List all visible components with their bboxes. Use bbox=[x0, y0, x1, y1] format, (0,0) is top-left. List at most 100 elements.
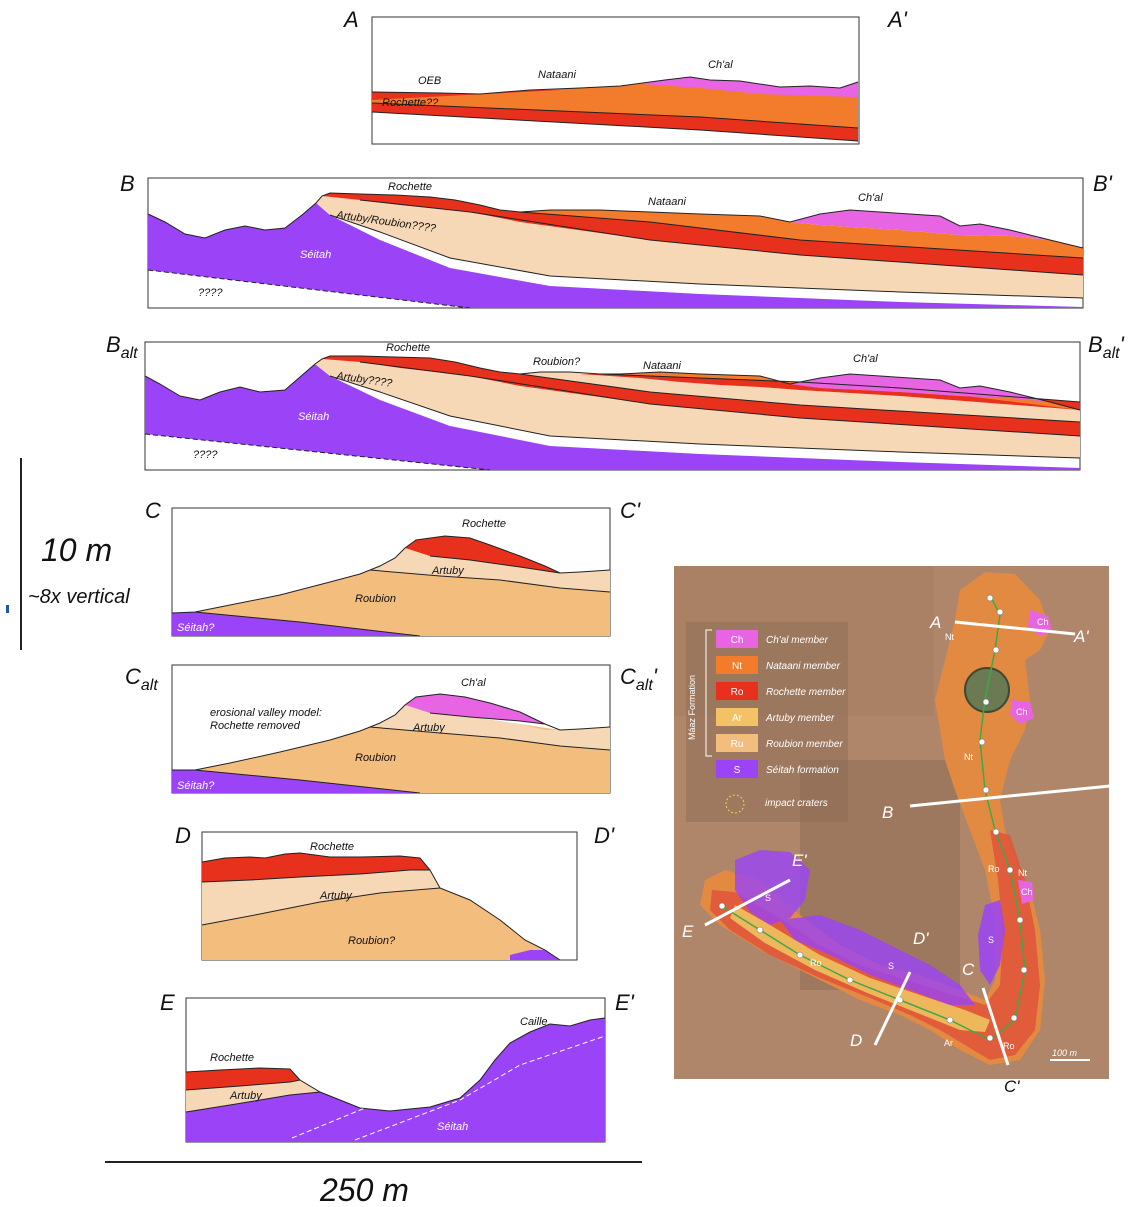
unit-label-roubion: Roubion bbox=[355, 593, 396, 605]
legend-swatch-nt bbox=[716, 656, 758, 674]
map-seitah-east bbox=[978, 900, 1005, 985]
section-B-rochette bbox=[322, 193, 1083, 275]
unit-label-artuby: Artuby bbox=[229, 1090, 263, 1102]
map-line-A bbox=[954, 620, 1076, 636]
section-E-seitah bbox=[186, 1018, 605, 1142]
unit-label-roubion: Roubion? bbox=[348, 935, 396, 947]
section-Calt-right-label: Calt' bbox=[620, 664, 658, 694]
map-unit-s: S bbox=[765, 893, 771, 903]
section-Calt-left-label: Calt bbox=[125, 664, 158, 694]
map-label-D: D bbox=[850, 1031, 862, 1050]
section-A: A A' OEB Nataani Ch'al Rochette?? bbox=[342, 7, 908, 145]
section-E-rochette bbox=[186, 1068, 300, 1090]
horizontal-scale-label: 250 m bbox=[319, 1172, 409, 1207]
unit-label-roubion: Roubion? bbox=[533, 356, 581, 368]
section-C-rochette bbox=[405, 536, 560, 573]
section-B-nataani bbox=[520, 210, 1083, 258]
unit-label-artuby: Artuby bbox=[412, 722, 446, 734]
unit-label-seitah: Séitah? bbox=[177, 622, 215, 634]
section-Balt-rochette-upper bbox=[580, 374, 1080, 410]
vertical-scale-marker bbox=[6, 605, 9, 613]
section-Calt-artuby bbox=[370, 705, 610, 750]
section-D: D D' Rochette Artuby Roubion? bbox=[175, 823, 615, 961]
section-C: C C' Rochette Artuby Roubion Séitah? bbox=[145, 498, 641, 637]
legend-swatch-ru bbox=[716, 734, 758, 752]
section-A-top-line bbox=[371, 76, 859, 95]
section-A-right-label: A' bbox=[886, 7, 908, 32]
section-B-right-label: B' bbox=[1093, 171, 1113, 196]
section-B-alt: Balt Balt' Rochette Roubion? Nataani Ch'… bbox=[106, 332, 1125, 471]
section-Balt-contacts bbox=[329, 361, 1081, 459]
unit-label-rochette: Rochette?? bbox=[382, 97, 439, 109]
section-E-contacts bbox=[185, 1079, 321, 1113]
section-Balt-rochette bbox=[322, 356, 1080, 436]
legend-label: Séitah formation bbox=[766, 765, 839, 776]
section-B: B B' Rochette Nataani Ch'al Artuby/Roubi… bbox=[120, 171, 1113, 309]
map-label-B-end: B' bbox=[1108, 771, 1123, 790]
map-line-C bbox=[981, 987, 1010, 1066]
legend-swatch-ch bbox=[716, 630, 758, 648]
section-A-left-label: A bbox=[342, 7, 359, 32]
section-Balt-right-label: Balt' bbox=[1088, 332, 1125, 362]
map-chal-patch-mid bbox=[1010, 700, 1034, 724]
section-B-seitah bbox=[148, 203, 1083, 308]
section-A-rochette-lower bbox=[372, 103, 858, 141]
unit-label-rochette: Rochette bbox=[388, 181, 432, 193]
section-Balt-nataani bbox=[620, 372, 1080, 410]
map-section-lines bbox=[704, 620, 1111, 1066]
map-label-C-end: C' bbox=[1004, 1077, 1020, 1096]
map-unit-ar: Ar bbox=[944, 1038, 953, 1048]
model-note-line2: Rochette removed bbox=[210, 720, 301, 732]
section-D-left-label: D bbox=[175, 823, 191, 848]
section-E-right-label: E' bbox=[615, 990, 635, 1015]
section-D-roubion bbox=[202, 888, 560, 960]
map-label-E-end: E' bbox=[792, 851, 807, 870]
section-C-contacts bbox=[194, 555, 611, 637]
map-line-E bbox=[704, 878, 791, 927]
legend-formation-label: Máaz Formation bbox=[687, 675, 697, 740]
map-chal-patch-south bbox=[1018, 880, 1034, 904]
legend-swatch-s bbox=[716, 760, 758, 778]
map-unit-labels: Nt Ch Ch Nt Ro Nt Ch S S S Ro Ar Ro bbox=[765, 617, 1049, 1051]
unit-label-rochette: Rochette bbox=[386, 342, 430, 354]
legend-code: Ru bbox=[731, 739, 744, 750]
map-label-A: A bbox=[929, 613, 941, 632]
map-rover-traverse bbox=[719, 594, 1026, 1041]
map-unit-ch: Ch bbox=[1037, 617, 1049, 627]
vertical-scale-label: 10 m bbox=[41, 532, 112, 568]
section-A-contact bbox=[371, 102, 859, 142]
section-C-top-line bbox=[171, 535, 611, 614]
legend-bracket bbox=[705, 629, 712, 757]
map-artuby-band bbox=[730, 905, 990, 1032]
legend-label: Rochette member bbox=[766, 687, 846, 698]
vertical-scale: 10 m ~8x vertical bbox=[6, 458, 130, 650]
section-Calt-contacts bbox=[194, 712, 611, 794]
map-scale-label: 100 m bbox=[1052, 1048, 1078, 1058]
map-label-A-end: A' bbox=[1073, 627, 1089, 646]
section-B-artuby-roubion bbox=[316, 196, 1083, 298]
section-C-right-label: C' bbox=[620, 498, 641, 523]
section-C-artuby bbox=[370, 548, 610, 592]
section-E-left-label: E bbox=[160, 990, 175, 1015]
legend-code: Nt bbox=[732, 661, 742, 672]
map-unit-ch: Ch bbox=[1016, 707, 1028, 717]
unit-label-chal: Ch'al bbox=[461, 677, 486, 689]
map-unit-ro: Ro bbox=[810, 958, 822, 968]
map-label-B: B bbox=[882, 803, 893, 822]
unit-label-artuby: Artuby bbox=[431, 565, 465, 577]
legend-code: S bbox=[734, 765, 741, 776]
unit-label-caille: Caille bbox=[520, 1016, 548, 1028]
unit-label-unknown: ???? bbox=[193, 449, 218, 461]
section-A-chal bbox=[640, 77, 858, 97]
legend-code: Ro bbox=[731, 687, 744, 698]
legend-crater-symbol bbox=[725, 794, 745, 814]
unit-label-rochette: Rochette bbox=[310, 841, 354, 853]
legend-label: Ch'al member bbox=[766, 635, 829, 646]
unit-label-unknown: ???? bbox=[198, 287, 223, 299]
map-label-E: E bbox=[682, 922, 694, 941]
legend-label: Roubion member bbox=[766, 739, 843, 750]
section-E: E E' Caille Rochette Artuby Séitah bbox=[160, 990, 635, 1143]
legend-swatch-ro bbox=[716, 682, 758, 700]
unit-label-nataani: Nataani bbox=[538, 69, 576, 81]
